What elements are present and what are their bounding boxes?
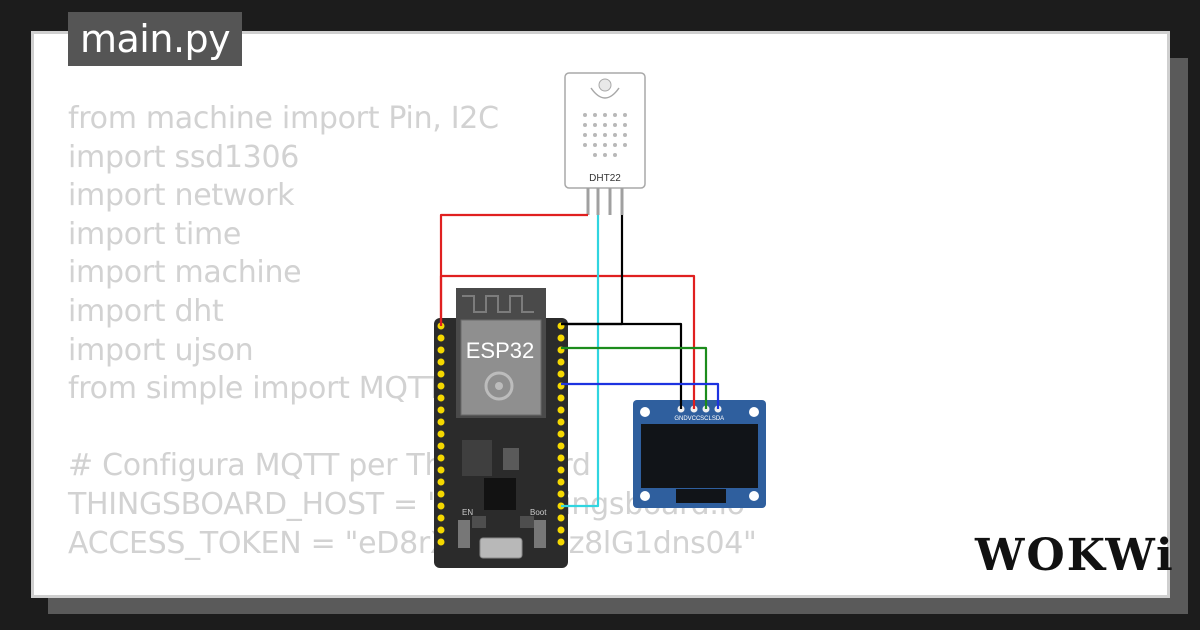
esp32-board[interactable]: ESP32 EN Boot — [434, 288, 568, 568]
code-line: import network — [68, 178, 295, 214]
code-line: import dht — [68, 293, 224, 329]
code-line: import machine — [68, 255, 302, 291]
esp32-right-pins — [557, 322, 565, 546]
wire-oled-vcc[interactable] — [439, 274, 696, 409]
esp32-left-pins — [437, 322, 445, 546]
oled-pin-label: SCL — [700, 416, 712, 422]
code-line: from machine import Pin, I2C — [68, 101, 499, 136]
sensor-label: DHT22 — [589, 173, 621, 184]
oled-pin-label: SDA — [712, 416, 724, 422]
oled-display[interactable]: GND VCC SCL SDA — [633, 400, 766, 508]
wire-oled-gnd[interactable] — [561, 322, 683, 409]
code-line: import ssd1306 — [68, 139, 300, 175]
code-line: import time — [68, 216, 242, 252]
oled-pin-label: GND — [674, 416, 688, 422]
wire-dht-data[interactable] — [561, 215, 600, 508]
code-line: import ujson — [68, 332, 254, 368]
file-tab[interactable]: main.py — [68, 12, 243, 66]
mcu-label: ESP32 — [466, 338, 535, 363]
oled-pin-label: VCC — [688, 416, 701, 422]
dht22-sensor[interactable]: DHT22 — [564, 72, 646, 215]
wire-oled-scl[interactable] — [561, 346, 708, 409]
wire-dht-gnd[interactable] — [561, 215, 624, 326]
boot-label: Boot — [530, 508, 547, 517]
wire-oled-sda[interactable] — [561, 382, 720, 409]
wokwi-logo: WOKWi — [975, 530, 1175, 581]
en-label: EN — [462, 508, 473, 517]
